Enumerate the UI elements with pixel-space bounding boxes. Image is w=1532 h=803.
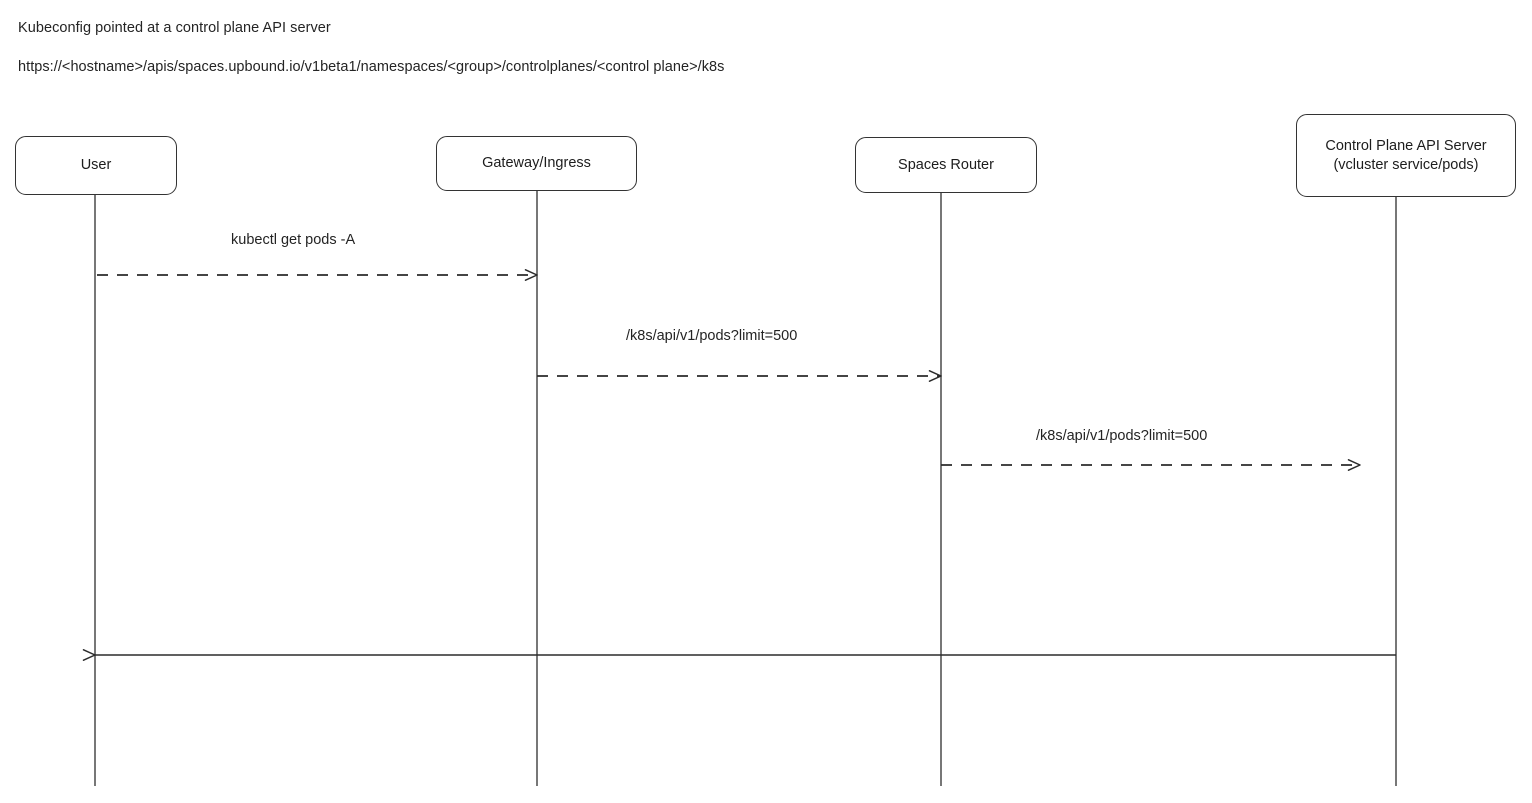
participant-label-gateway: Gateway/Ingress xyxy=(482,155,591,171)
participant-control-plane: Control Plane API Server (vcluster servi… xyxy=(1296,114,1516,197)
participant-spaces-router: Spaces Router xyxy=(855,137,1037,193)
participant-label-control-plane: Control Plane API Server (vcluster servi… xyxy=(1325,137,1487,173)
msg-router-to-cp-label: /k8s/api/v1/pods?limit=500 xyxy=(1036,428,1208,444)
participant-label-user: User xyxy=(80,157,112,173)
lifelines-group xyxy=(94,191,1397,786)
participant-gateway: Gateway/Ingress xyxy=(436,136,637,191)
messages-group xyxy=(82,269,1396,661)
msg-kubectl-get-pods-label: kubectl get pods -A xyxy=(231,232,356,248)
note-kubeconfig-title: Kubeconfig pointed at a control plane AP… xyxy=(18,20,331,36)
note-api-server-url: https://<hostname>/apis/spaces.upbound.i… xyxy=(18,59,725,75)
participant-label-spaces-router: Spaces Router xyxy=(898,156,994,173)
msg-gateway-to-router-label: /k8s/api/v1/pods?limit=500 xyxy=(626,328,798,344)
participant-user: User xyxy=(15,136,177,195)
